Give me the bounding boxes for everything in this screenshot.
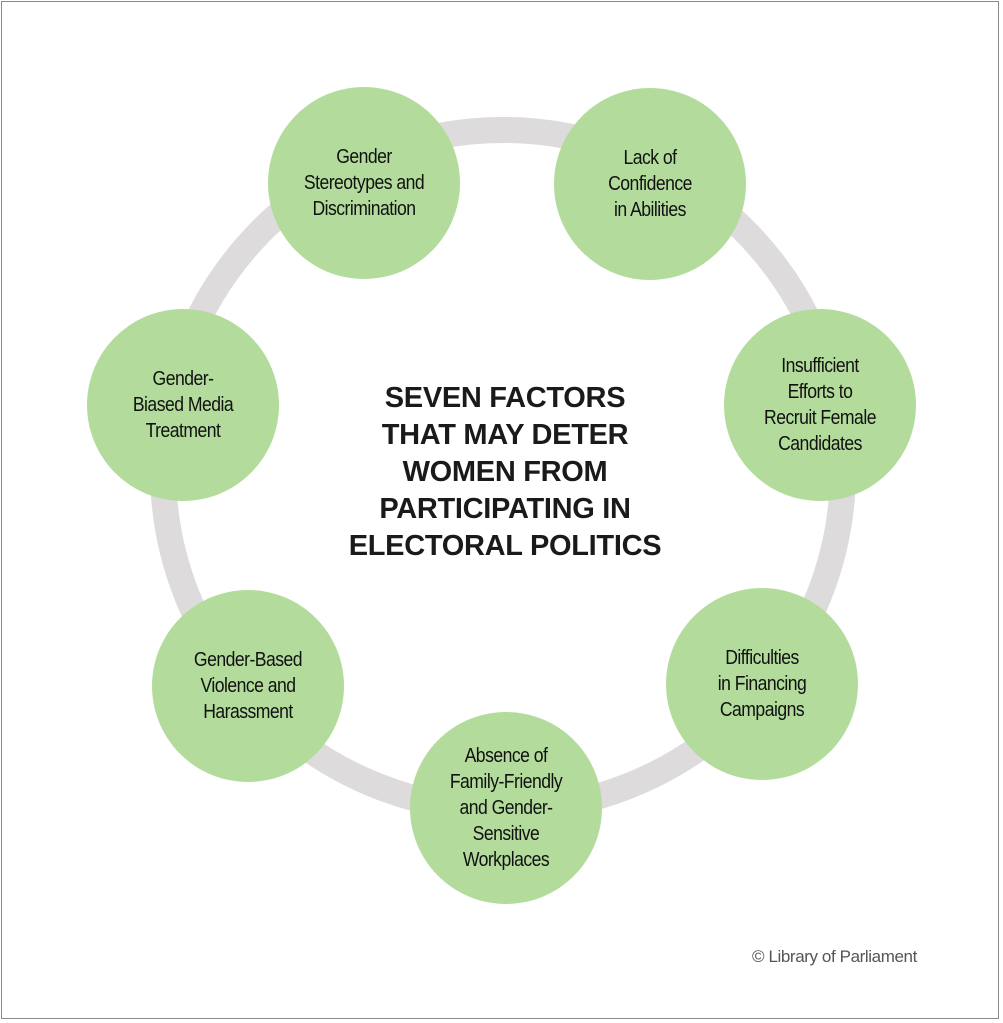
factor-label: Absence of Family-Friendly and Gender- S… bbox=[449, 745, 563, 871]
factor-label: Gender-Based Violence and Harassment bbox=[193, 649, 303, 723]
factor-gender-stereotypes: Gender Stereotypes and Discrimination bbox=[268, 87, 460, 279]
factor-label: Gender Stereotypes and Discrimination bbox=[303, 146, 425, 220]
factor-media-treatment: Gender- Biased Media Treatment bbox=[87, 309, 279, 501]
factor-financing-difficulties: Difficulties in Financing Campaigns bbox=[666, 588, 858, 780]
factor-lack-of-confidence: Lack of Confidence in Abilities bbox=[554, 88, 746, 280]
factor-label: Insufficient Efforts to Recruit Female C… bbox=[764, 355, 876, 455]
factor-violence-harassment: Gender-Based Violence and Harassment bbox=[152, 590, 344, 782]
diagram-title: SEVEN FACTORS THAT MAY DETER WOMEN FROM … bbox=[348, 382, 662, 562]
copyright-credit: © Library of Parliament bbox=[752, 947, 917, 966]
factor-workplaces: Absence of Family-Friendly and Gender- S… bbox=[410, 712, 602, 904]
factor-label: Difficulties in Financing Campaigns bbox=[717, 647, 807, 721]
factor-label: Gender- Biased Media Treatment bbox=[132, 368, 234, 442]
factor-label: Lack of Confidence in Abilities bbox=[608, 147, 692, 221]
factor-insufficient-recruitment: Insufficient Efforts to Recruit Female C… bbox=[724, 309, 916, 501]
